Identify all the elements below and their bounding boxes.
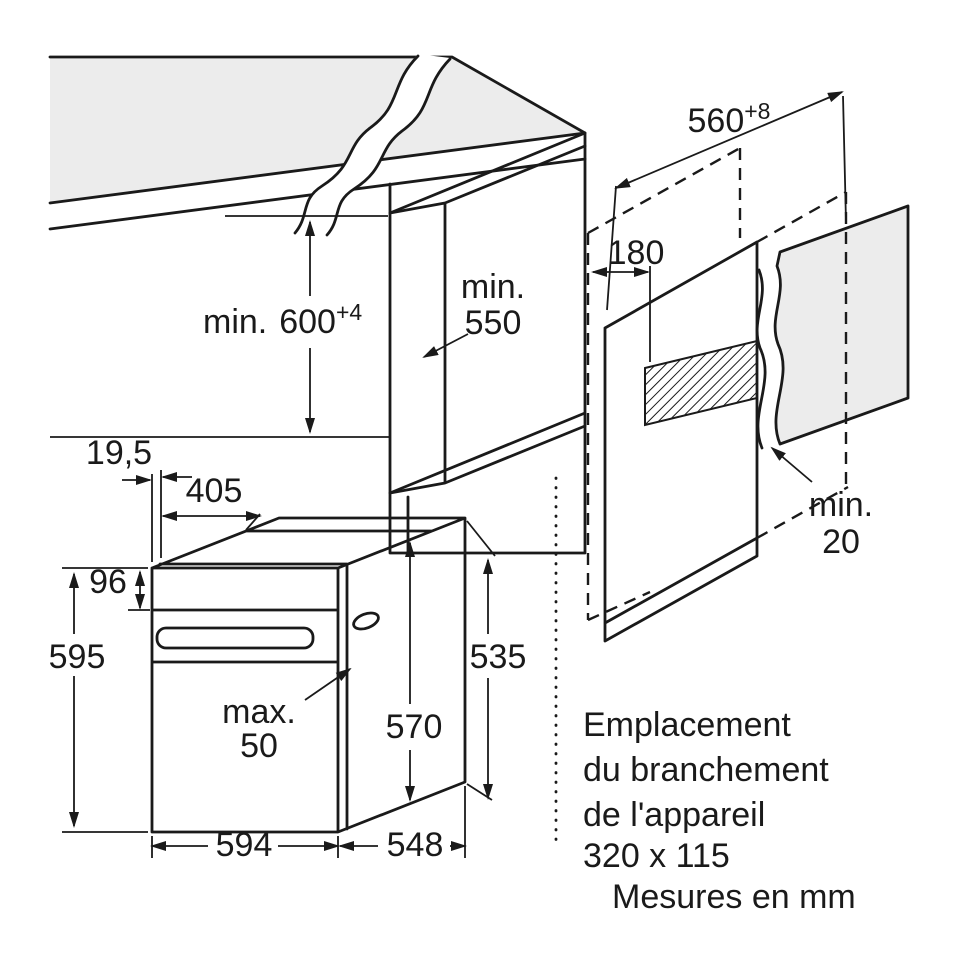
right-niche-hidden-edges: [586, 146, 849, 622]
niche-width-arrow: [614, 91, 844, 189]
label-niche-width-tol: +8: [744, 98, 770, 124]
label-body-height: 570: [386, 708, 443, 746]
oven-vent-oval: [352, 611, 380, 631]
oven-outline: [150, 516, 467, 834]
label-rear-gap-prefix: min.: [809, 486, 873, 524]
label-connection-offset: 180: [608, 234, 665, 272]
worktop-fragment: [775, 206, 908, 444]
worktop-top-surface: [50, 57, 585, 203]
label-niche-width-value: 560: [688, 102, 745, 140]
dimension-oven-height: 595: [49, 567, 148, 833]
connection-area-hatch: [644, 339, 758, 427]
niche-depth-arrow: [422, 333, 469, 358]
worktop: [48, 54, 587, 237]
note-connection-location: Emplacement du branchement de l'appareil…: [583, 706, 856, 916]
label-niche-height-value: 600: [279, 303, 336, 341]
dimension-niche-height: min. 600+4: [203, 220, 362, 434]
label-oven-height: 595: [49, 638, 106, 676]
niche-reference-lines: [50, 215, 390, 438]
label-oven-depth: 548: [387, 826, 444, 864]
label-rear-height: 535: [470, 638, 527, 676]
label-niche-height-prefix: min.: [203, 303, 267, 341]
dimension-cable-length: max. 50: [222, 667, 352, 765]
niche-cabinet: [50, 131, 587, 555]
oven: [150, 516, 467, 834]
label-cable-value: 50: [240, 727, 278, 765]
note-units: Mesures en mm: [612, 878, 856, 916]
right-niche: [586, 146, 910, 643]
label-niche-height-tol: +4: [336, 299, 362, 325]
dimension-niche-depth: min. 550: [422, 268, 525, 358]
dimension-frame-depth: 19,5: [86, 434, 192, 562]
label-oven-width: 594: [216, 826, 273, 864]
right-niche-opening: [603, 240, 759, 643]
note-line-2: du branchement: [583, 751, 829, 789]
worktop-break-gap: [295, 54, 450, 236]
dimension-niche-width: 560+8: [606, 91, 847, 311]
dimension-connection-offset: 180: [591, 234, 665, 362]
dimension-oven-depth: 548: [338, 786, 467, 864]
label-cable-prefix: max.: [222, 693, 296, 731]
note-line-1: Emplacement: [583, 706, 791, 744]
dimension-top-depth: 405: [161, 472, 262, 531]
label-niche-height: min. 600+4: [203, 299, 362, 341]
worktop-break-lines: [293, 54, 452, 237]
dimension-body-height: 570: [386, 541, 443, 802]
frame-depth-extensions: [151, 470, 162, 562]
dimension-rear-gap: min. 20: [770, 446, 873, 561]
cable-arrow: [304, 667, 352, 701]
niche-interior-edges: [388, 144, 587, 495]
label-niche-width: 560+8: [688, 98, 771, 140]
rear-gap-arrow: [770, 446, 813, 483]
label-frame-depth: 19,5: [86, 434, 152, 472]
note-line-4: 320 x 115: [583, 837, 730, 875]
label-niche-depth-prefix: min.: [461, 268, 525, 306]
cabinet-outline: [388, 131, 587, 555]
worktop-front-band: [50, 133, 585, 229]
label-niche-depth-value: 550: [465, 304, 522, 342]
oven-handle: [155, 626, 315, 650]
dimension-rear-height: 535: [466, 520, 527, 801]
oven-height-extensions: [62, 567, 148, 833]
label-panel-height: 96: [89, 563, 127, 601]
note-line-3: de l'appareil: [583, 796, 765, 834]
dimension-panel-height: 96: [89, 563, 150, 611]
dimension-oven-width: 594: [150, 826, 340, 864]
label-rear-gap-value: 20: [822, 523, 860, 561]
label-top-depth: 405: [186, 472, 243, 510]
